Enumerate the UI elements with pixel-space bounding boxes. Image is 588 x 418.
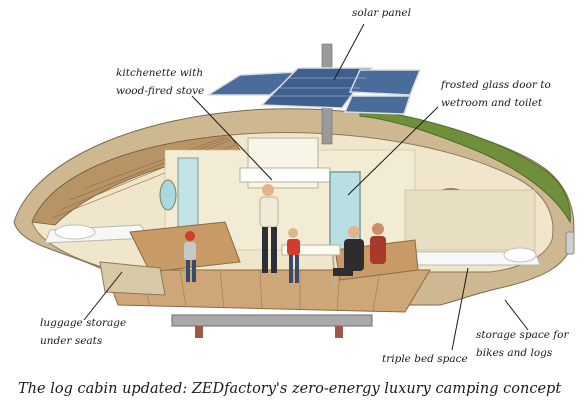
label-storage-space: storage space for bikes and logs (476, 326, 569, 362)
under-seat-storage (99, 261, 166, 296)
label-frosted-glass-door: frosted glass door to wetroom and toilet (441, 76, 551, 112)
seated-man (333, 226, 364, 276)
label-frosted-line2: wetroom and toilet (441, 97, 543, 109)
green-roof (359, 107, 571, 224)
label-kitchenette: kitchenette with wood-fired stove (116, 64, 204, 100)
label-storage-line2: bikes and logs (476, 347, 553, 359)
label-storage-line1: storage space for (476, 329, 569, 341)
figure-caption: The log cabin updated: ZEDfactory's zero… (18, 381, 562, 397)
frosted-glass-door (329, 171, 361, 253)
label-kitchenette-line1: kitchenette with (116, 67, 204, 79)
label-frosted-line1: frosted glass door to (441, 79, 551, 91)
label-luggage-line1: luggage storage (40, 317, 127, 329)
label-luggage-storage: luggage storage under seats (40, 314, 126, 350)
floor-boards (139, 269, 381, 312)
label-luggage-line2: under seats (40, 335, 103, 347)
glass-panel-left (177, 157, 199, 229)
pillow-right (503, 247, 537, 263)
child-red-top (287, 228, 300, 283)
pillow-left (54, 224, 96, 240)
child-red-hat (184, 231, 196, 282)
table-top (281, 244, 341, 256)
person-standing (259, 184, 279, 273)
kitchenette-counter (239, 167, 331, 183)
seated-woman (370, 223, 386, 264)
label-solar-panel: solar panel (352, 7, 412, 19)
label-triple-bed: triple bed space (382, 353, 468, 365)
foundation-beam (171, 314, 373, 327)
downspout (565, 231, 575, 255)
bed-recess (404, 189, 536, 251)
leader-lines (83, 23, 529, 351)
solar-panel-array (205, 67, 422, 115)
label-kitchenette-line2: wood-fired stove (116, 85, 205, 97)
porthole-window-left (159, 179, 177, 211)
